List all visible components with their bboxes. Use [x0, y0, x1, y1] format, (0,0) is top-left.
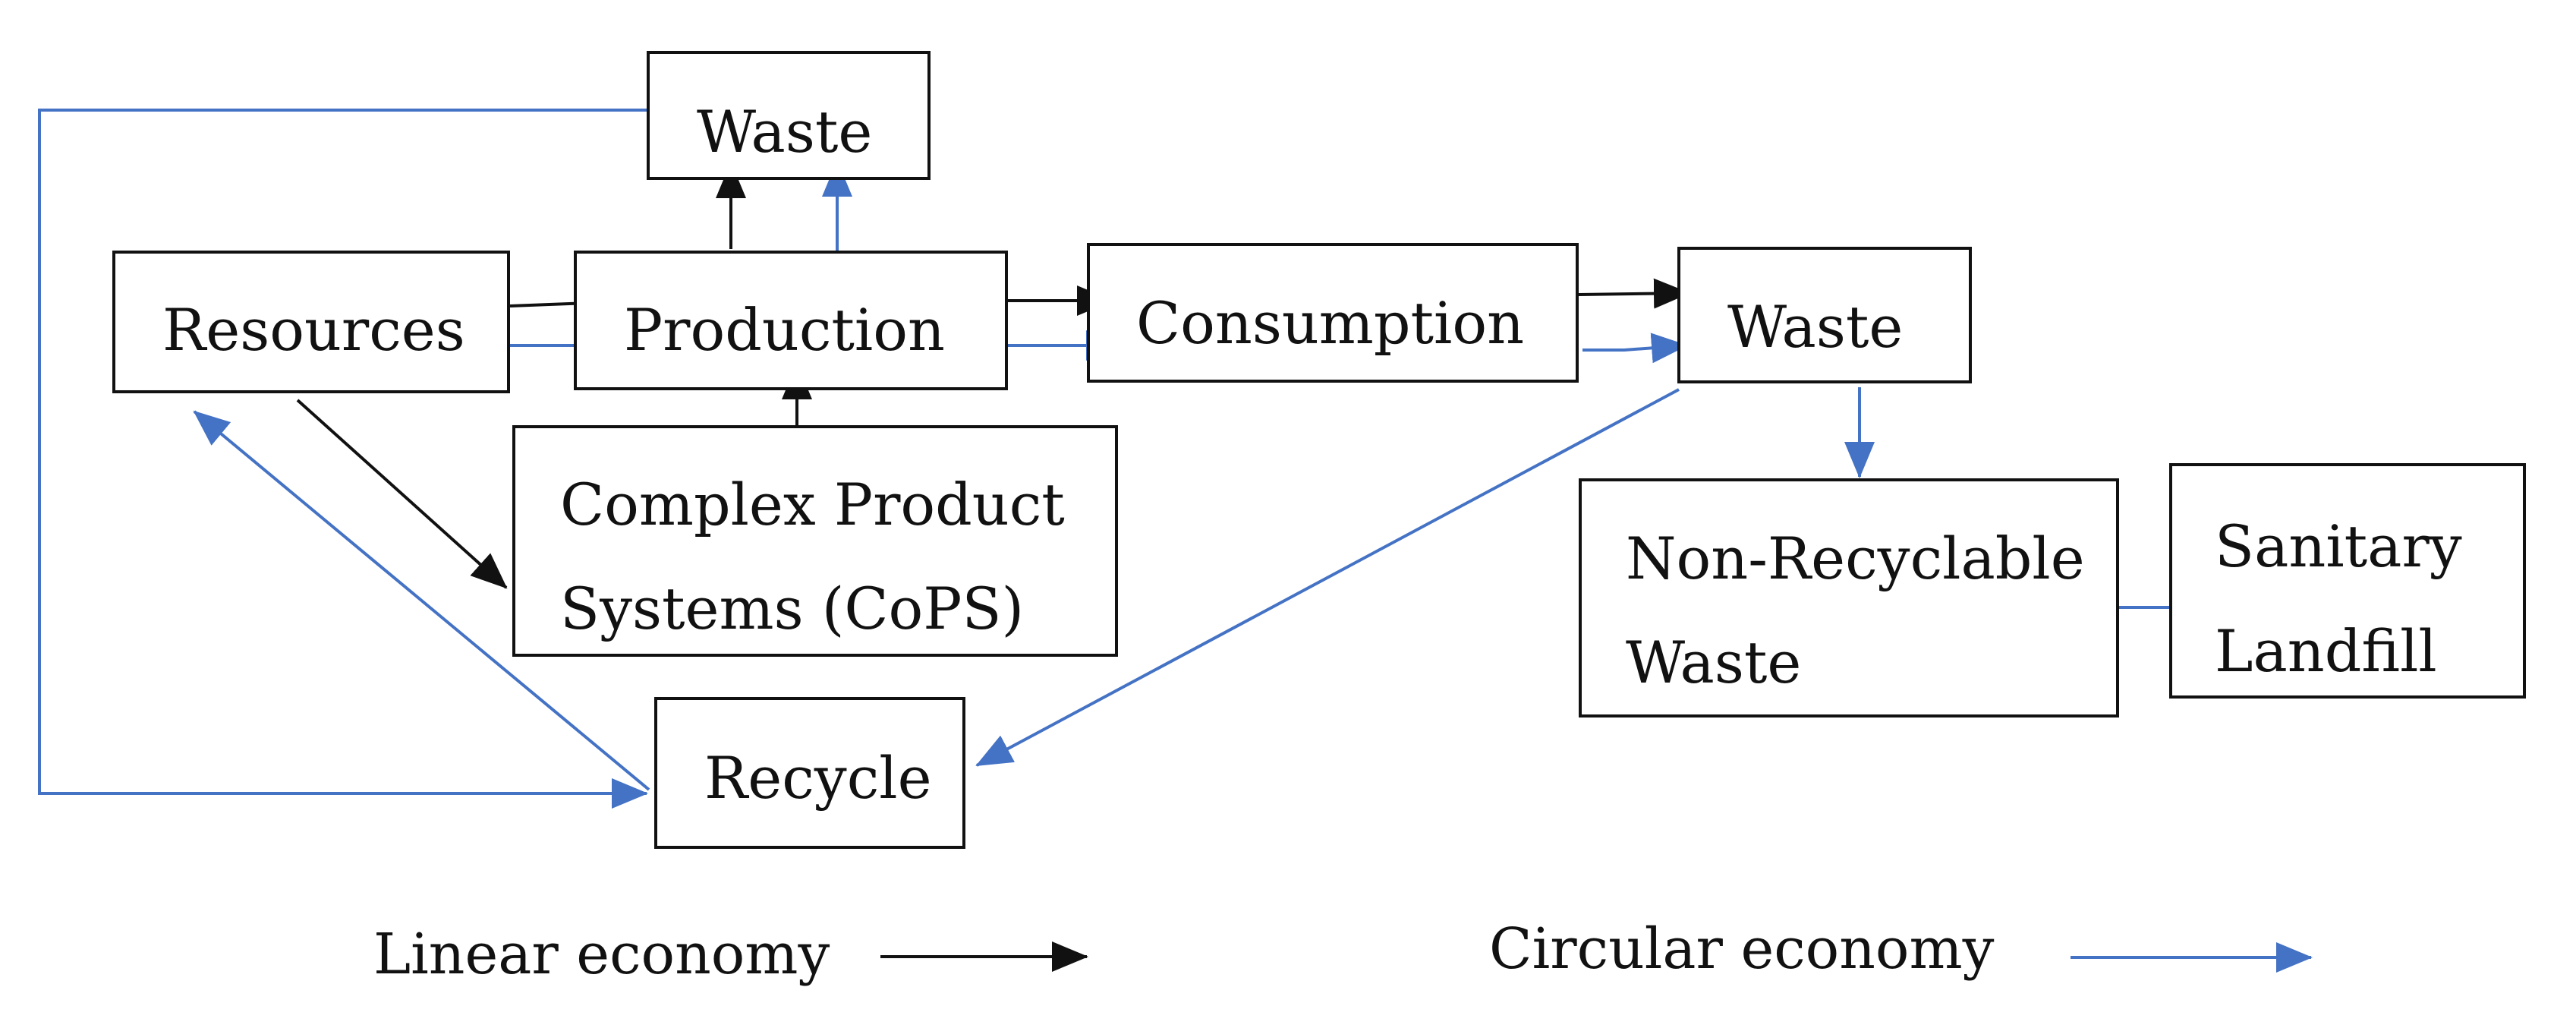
sanitary-landfill-node: [2169, 463, 2526, 699]
waste-right-label: Waste: [1727, 293, 1904, 361]
arrow-recycle-to-resources-circular: [193, 410, 650, 791]
legend-linear-label: Linear economy: [373, 922, 830, 987]
non-recyclable-label-line2: Waste: [1626, 629, 1802, 696]
arrow-waste-to-recycle-circular: [975, 388, 1680, 767]
production-node: [574, 251, 1008, 390]
sanitary-landfill-label-line2: Landfill: [2215, 617, 2437, 685]
arrow-consumption-to-waste-circular: [1582, 333, 1688, 364]
non-recyclable-label-line1: Non-Recyclable: [1626, 525, 2085, 592]
cops-label-line2: Systems (CoPS): [560, 575, 1025, 642]
resources-node: [112, 251, 510, 393]
cops-label-line1: Complex Product: [560, 471, 1065, 538]
production-label: Production: [624, 296, 945, 364]
arrow-waste-loop-to-recycle-circular: [38, 109, 654, 809]
consumption-node: [1087, 243, 1579, 383]
recycle-node: [654, 697, 965, 849]
sanitary-landfill-label-line1: Sanitary: [2215, 512, 2462, 580]
waste-right-node: [1677, 247, 1972, 383]
cops-node: [512, 425, 1118, 657]
arrow-resources-to-cops-linear: [296, 399, 508, 589]
waste-top-label: Waste: [697, 98, 873, 166]
resources-label: Resources: [162, 296, 465, 364]
waste-top-node: [647, 51, 931, 180]
non-recyclable-node: [1579, 478, 2119, 718]
recycle-label: Recycle: [704, 744, 932, 812]
consumption-label: Consumption: [1136, 289, 1525, 357]
legend-circular-label: Circular economy: [1489, 916, 1995, 982]
arrow-consumption-to-waste-linear: [1578, 278, 1690, 309]
